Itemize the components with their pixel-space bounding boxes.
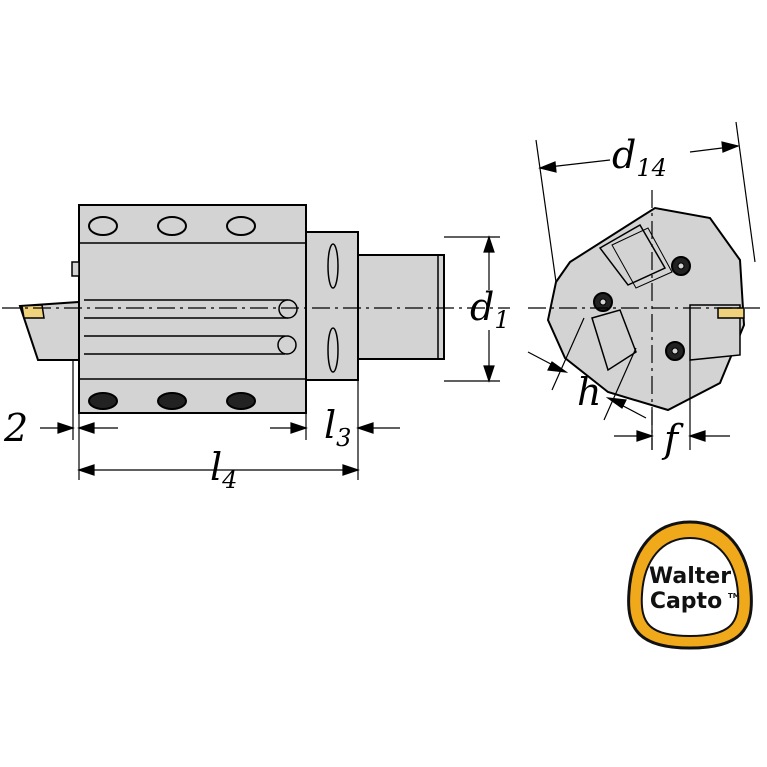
front-view xyxy=(546,206,746,412)
dim-h xyxy=(527,317,647,421)
label-l4: l4 xyxy=(210,445,237,494)
dim-2 xyxy=(40,360,118,480)
logo-tm: TM xyxy=(728,592,740,600)
port-hole xyxy=(88,216,118,236)
logo-line1: Walter xyxy=(649,564,731,589)
label-h: h xyxy=(577,370,601,414)
side-view xyxy=(18,204,445,414)
label-f: f xyxy=(661,417,684,461)
holder-body xyxy=(78,204,307,414)
dim-l4 xyxy=(77,464,360,476)
label-l3: l3 xyxy=(324,403,351,452)
label-2: 2 xyxy=(3,406,28,450)
logo-line2: Capto xyxy=(650,589,722,614)
label-d1: d1 xyxy=(470,285,510,334)
walter-capto-logo: Walter Capto TM xyxy=(627,520,753,650)
port-hole xyxy=(157,216,187,236)
socket-screw xyxy=(88,392,118,410)
port-hole xyxy=(226,216,256,236)
carbide-insert xyxy=(21,304,45,319)
socket-screw xyxy=(157,392,187,410)
socket-screw xyxy=(226,392,256,410)
dim-l3 xyxy=(270,381,400,480)
dim-d14 xyxy=(535,121,756,283)
shank xyxy=(357,254,445,360)
label-d14: d14 xyxy=(612,133,667,182)
dim-f xyxy=(614,360,730,450)
front-insert xyxy=(717,307,745,319)
dim-d1 xyxy=(444,235,500,383)
clamp-rod xyxy=(84,299,288,319)
